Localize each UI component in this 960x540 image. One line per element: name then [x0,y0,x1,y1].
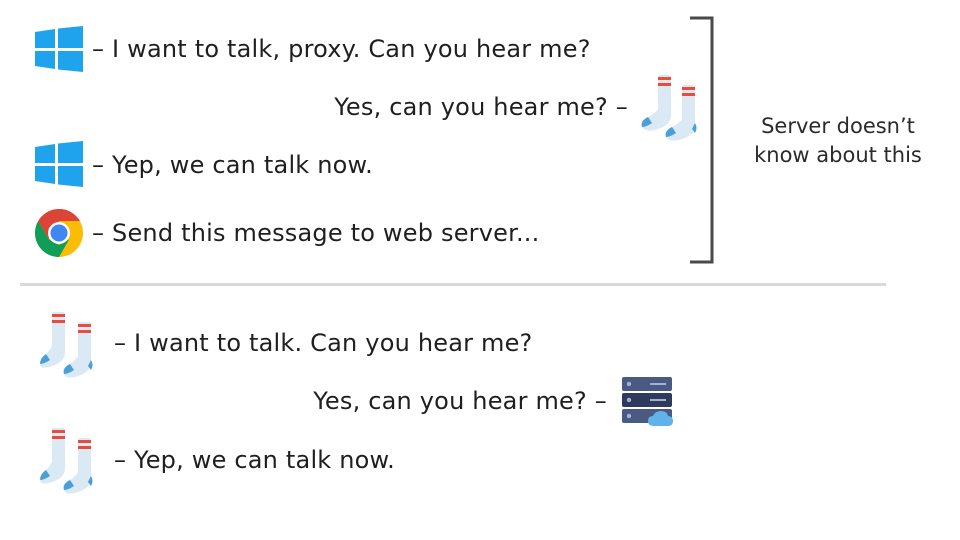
chrome-icon [34,209,83,257]
server-reply-text: Yes, can you hear me? – [313,387,607,415]
socks-icon [38,426,100,494]
socks-request-text: – I want to talk. Can you hear me? [114,329,533,357]
windows-icon [35,26,83,72]
section-divider [20,283,886,286]
socks-icon [638,73,700,141]
proxy-confirm-text: – Yep, we can talk now. [92,151,373,179]
socks-icon [38,310,100,378]
bracket-note: Server doesn’t know about this [754,114,922,167]
socks-confirm-text: – Yep, we can talk now. [114,446,395,474]
server-cloud-icon [620,376,674,428]
right-bracket [688,16,718,266]
windows-icon [35,141,83,187]
proxy-reply-text: Yes, can you hear me? – [334,93,628,121]
proxy-request-text: – I want to talk, proxy. Can you hear me… [92,35,591,63]
send-message-text: – Send this message to web server... [92,219,540,247]
